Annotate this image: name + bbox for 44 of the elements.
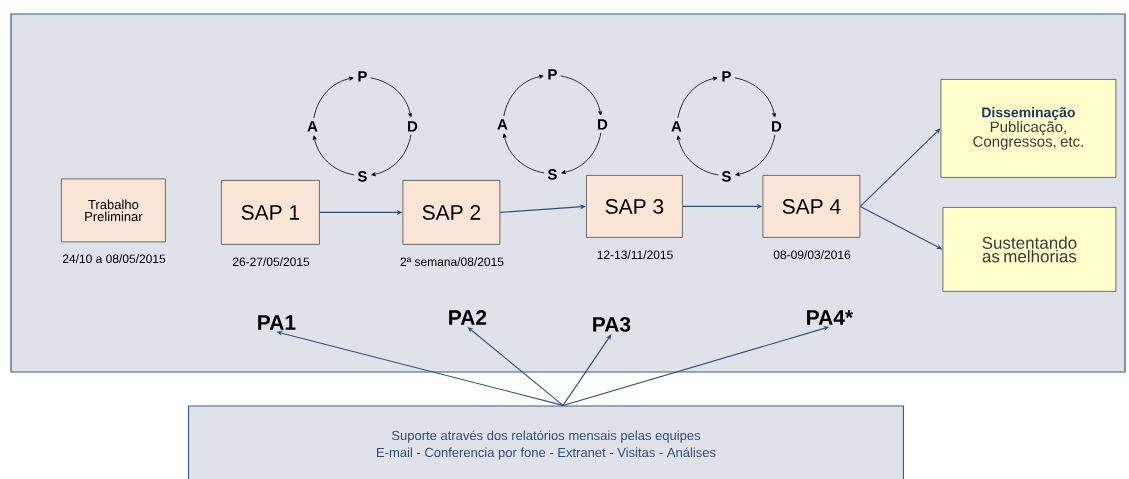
arrow [676, 135, 719, 176]
cycle-letter: D [408, 121, 418, 132]
date-label: 12-13/11/2015 [597, 250, 673, 259]
support-box: Suporte através dos relatórios mensais pelas equipes E-mail - Conferencia por fone - Extranet - Visitas - Análises [187, 405, 905, 479]
phase-label: PA2 [449, 310, 487, 325]
date-label: 24/10 a 08/05/2015 [62, 254, 166, 263]
cycle-letter: D [772, 121, 782, 132]
date-label: 26-27/05/2015 [232, 257, 310, 266]
arrow [503, 74, 544, 117]
cycle-letter: D [598, 119, 608, 130]
cycle-letter: S [721, 171, 731, 182]
process-box: SAP 2 [402, 180, 501, 245]
arrow [677, 76, 718, 119]
cycle-letter: A [307, 121, 318, 132]
arrow [312, 135, 355, 176]
cycle-letter: A [497, 119, 508, 130]
process-box: SAP 3 [586, 175, 683, 238]
cycle-letter: P [722, 71, 731, 82]
arrow [370, 77, 413, 118]
phase-label: PA1 [258, 315, 296, 330]
arrow [560, 75, 603, 116]
arrow [561, 132, 602, 175]
phase-label: PA3 [593, 316, 631, 332]
arrow [859, 128, 941, 207]
process-box: SAP 1 [221, 180, 320, 245]
arrow [313, 76, 354, 119]
outcome-box: Sustentando as melhorias [942, 207, 1117, 292]
arrow [734, 77, 777, 118]
arrow [502, 133, 545, 174]
date-label: 08-09/03/2016 [773, 250, 851, 259]
cycle-letter: P [548, 69, 557, 80]
date-label: 2ª semana/08/2015 [400, 257, 504, 266]
arrow [371, 134, 412, 177]
cycle-letter: P [358, 71, 367, 82]
cycle-letter: S [357, 171, 367, 182]
cycle-letter: A [671, 121, 682, 132]
phase-label: PA4* [807, 310, 854, 325]
arrow [735, 134, 776, 177]
process-box: Trabalho Preliminar [61, 178, 166, 243]
arrow [499, 204, 586, 213]
cycle-letter: S [547, 169, 557, 180]
process-box: SAP 4 [762, 175, 861, 238]
arrow [562, 334, 612, 406]
outcome-box: Disseminação Publicação, Congressos, etc. [940, 79, 1117, 178]
